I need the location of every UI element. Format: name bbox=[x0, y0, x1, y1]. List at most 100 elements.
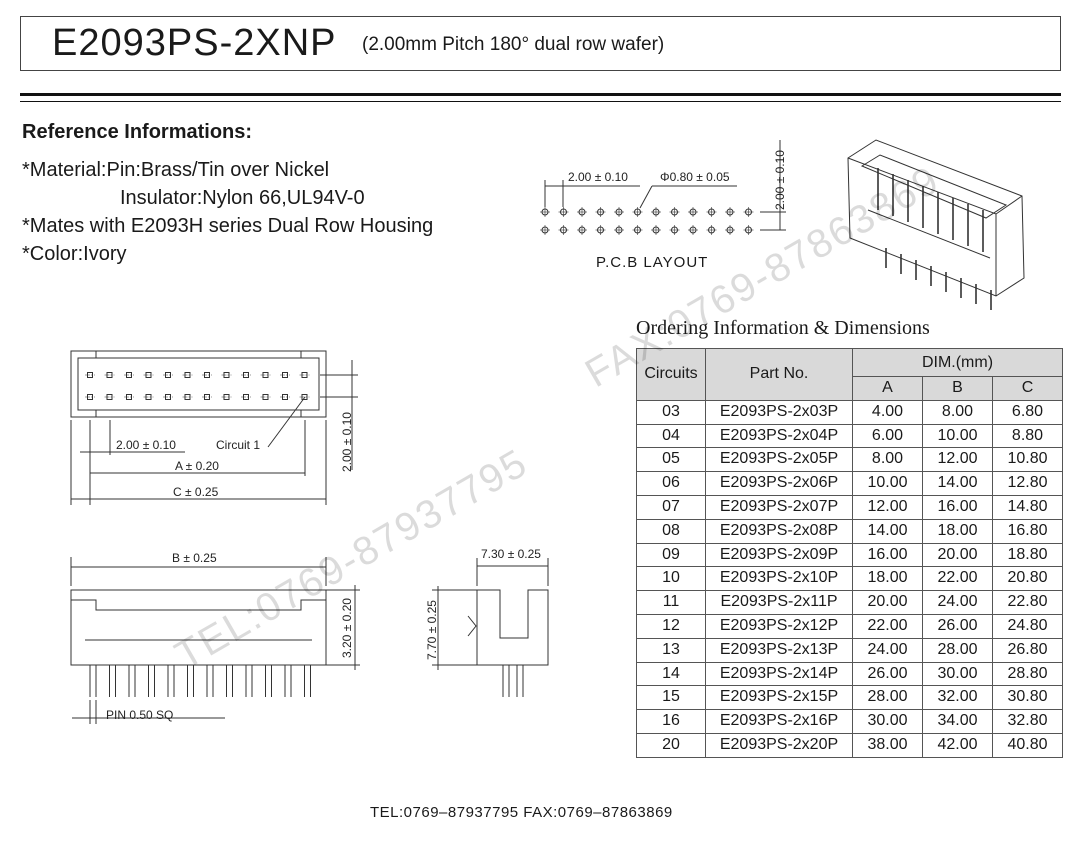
cell-dim-a: 16.00 bbox=[852, 542, 923, 568]
top-pitch-label: 2.00 ± 0.10 bbox=[116, 438, 176, 452]
cell-circuits: 10 bbox=[636, 566, 706, 592]
cell-dim-b: 32.00 bbox=[922, 685, 993, 711]
cell-dim-a: 20.00 bbox=[852, 590, 923, 615]
dim-a-label: A ± 0.20 bbox=[175, 459, 219, 473]
cell-dim-a: 26.00 bbox=[852, 661, 923, 687]
cell-part-no: E2093PS-2x11P bbox=[705, 590, 853, 615]
reference-mates: *Mates with E2093H series Dual Row Housi… bbox=[22, 215, 434, 237]
cell-dim-a: 28.00 bbox=[852, 685, 923, 711]
cell-circuits: 15 bbox=[636, 685, 706, 711]
cell-dim-a: 22.00 bbox=[852, 613, 923, 639]
cell-dim-c: 24.80 bbox=[992, 613, 1063, 639]
reference-heading: Reference Informations: bbox=[22, 121, 253, 143]
header-dim: DIM.(mm) bbox=[852, 348, 1063, 377]
pcb-layout bbox=[540, 140, 786, 235]
side-height-label: 7.70 ± 0.25 bbox=[425, 600, 439, 660]
pcb-row-pitch-label: 2.00 ± 0.10 bbox=[773, 150, 787, 210]
front-height-label: 3.20 ± 0.20 bbox=[340, 598, 354, 658]
footer-contact: TEL:0769–87937795 FAX:0769–87863869 bbox=[370, 804, 673, 821]
title-box bbox=[20, 16, 1061, 71]
cell-part-no: E2093PS-2x05P bbox=[705, 447, 853, 473]
cell-part-no: E2093PS-2x03P bbox=[705, 399, 853, 425]
cell-dim-a: 12.00 bbox=[852, 494, 923, 520]
isometric-view bbox=[847, 139, 1025, 310]
cell-dim-c: 32.80 bbox=[992, 709, 1063, 734]
cell-part-no: E2093PS-2x13P bbox=[705, 637, 853, 663]
header-rule-thick bbox=[20, 93, 1061, 96]
ordering-heading: Ordering Information & Dimensions bbox=[636, 317, 930, 339]
cell-dim-c: 28.80 bbox=[992, 661, 1063, 687]
cell-part-no: E2093PS-2x04P bbox=[705, 423, 853, 449]
cell-part-no: E2093PS-2x12P bbox=[705, 613, 853, 639]
cell-part-no: E2093PS-2x14P bbox=[705, 661, 853, 687]
cell-dim-a: 30.00 bbox=[852, 709, 923, 734]
cell-dim-b: 16.00 bbox=[922, 494, 993, 520]
cell-circuits: 05 bbox=[636, 447, 706, 473]
cell-circuits: 08 bbox=[636, 518, 706, 544]
cell-dim-a: 10.00 bbox=[852, 471, 923, 496]
cell-circuits: 11 bbox=[636, 590, 706, 615]
cell-part-no: E2093PS-2x20P bbox=[705, 732, 853, 758]
cell-dim-c: 20.80 bbox=[992, 566, 1063, 592]
top-row-pitch-label: 2.00 ± 0.10 bbox=[340, 412, 354, 472]
cell-dim-c: 26.80 bbox=[992, 637, 1063, 663]
part-title: E2093PS-2XNP bbox=[52, 22, 337, 64]
cell-circuits: 06 bbox=[636, 471, 706, 496]
cell-part-no: E2093PS-2x06P bbox=[705, 471, 853, 496]
cell-dim-b: 20.00 bbox=[922, 542, 993, 568]
cell-dim-b: 14.00 bbox=[922, 471, 993, 496]
cell-dim-b: 24.00 bbox=[922, 590, 993, 615]
cell-dim-a: 38.00 bbox=[852, 732, 923, 758]
side-width-label: 7.30 ± 0.25 bbox=[481, 547, 541, 561]
circuit-1-label: Circuit 1 bbox=[216, 438, 261, 452]
cell-dim-a: 24.00 bbox=[852, 637, 923, 663]
cell-dim-b: 12.00 bbox=[922, 447, 993, 473]
header-part-no: Part No. bbox=[705, 348, 853, 401]
header-circuits: Circuits bbox=[636, 348, 706, 401]
cell-dim-a: 4.00 bbox=[852, 399, 923, 425]
pcb-layout-label: P.C.B LAYOUT bbox=[596, 254, 709, 271]
reference-material: *Material:Pin:Brass/Tin over Nickel bbox=[22, 159, 330, 181]
cell-part-no: E2093PS-2x15P bbox=[705, 685, 853, 711]
cell-part-no: E2093PS-2x07P bbox=[705, 494, 853, 520]
cell-circuits: 04 bbox=[636, 423, 706, 449]
cell-dim-c: 16.80 bbox=[992, 518, 1063, 544]
cell-dim-b: 26.00 bbox=[922, 613, 993, 639]
cell-part-no: E2093PS-2x08P bbox=[705, 518, 853, 544]
cell-dim-c: 14.80 bbox=[992, 494, 1063, 520]
cell-dim-c: 6.80 bbox=[992, 399, 1063, 425]
cell-dim-a: 14.00 bbox=[852, 518, 923, 544]
reference-color: *Color:Ivory bbox=[22, 243, 127, 265]
cell-dim-b: 30.00 bbox=[922, 661, 993, 687]
cell-dim-a: 6.00 bbox=[852, 423, 923, 449]
cell-dim-b: 18.00 bbox=[922, 518, 993, 544]
cell-dim-b: 28.00 bbox=[922, 637, 993, 663]
dim-b-label: B ± 0.25 bbox=[172, 551, 217, 565]
cell-dim-c: 30.80 bbox=[992, 685, 1063, 711]
cell-dim-b: 8.00 bbox=[922, 399, 993, 425]
pcb-pitch-label: 2.00 ± 0.10 bbox=[568, 170, 628, 184]
front-view bbox=[70, 557, 360, 724]
cell-dim-c: 12.80 bbox=[992, 471, 1063, 496]
pcb-hole-label: Φ0.80 ± 0.05 bbox=[660, 170, 730, 184]
header-dim-a: A bbox=[852, 376, 923, 401]
cell-dim-a: 8.00 bbox=[852, 447, 923, 473]
dim-c-label: C ± 0.25 bbox=[173, 485, 219, 499]
cell-dim-a: 18.00 bbox=[852, 566, 923, 592]
reference-insulator: Insulator:Nylon 66,UL94V-0 bbox=[120, 187, 365, 209]
cell-circuits: 13 bbox=[636, 637, 706, 663]
cell-circuits: 14 bbox=[636, 661, 706, 687]
cell-dim-b: 34.00 bbox=[922, 709, 993, 734]
